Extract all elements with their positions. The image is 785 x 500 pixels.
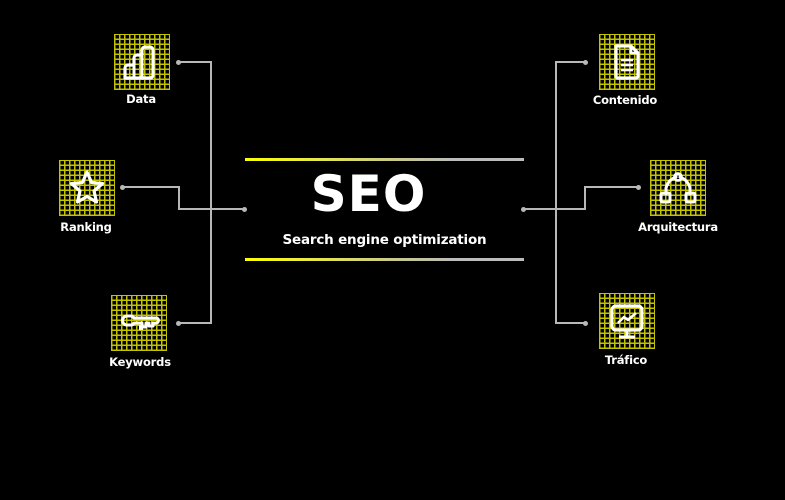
hierarchy-icon (659, 172, 697, 204)
connector-dot-data (176, 60, 181, 65)
connector-dot-contenido (583, 60, 588, 65)
seo-title: SEO (310, 165, 427, 223)
node-contenido-tile (599, 34, 655, 90)
node-ranking-tile (59, 160, 115, 216)
node-data-tile (114, 34, 170, 90)
key-icon (121, 314, 160, 330)
connector-dot-center-left (242, 207, 247, 212)
monitor-chart-icon (610, 304, 644, 339)
connector-dot-trafico (583, 321, 588, 326)
bottom-gradient-line (245, 258, 524, 261)
connector-dot-center-right (521, 207, 526, 212)
document-icon (614, 44, 640, 80)
connector-center-right (523, 208, 586, 210)
node-arquitectura-tile (650, 160, 706, 216)
connector-arquitectura-b (584, 186, 639, 188)
seo-subtitle: Search engine optimization (282, 232, 487, 248)
connector-dot-ranking (120, 185, 125, 190)
connector-dot-keywords (176, 321, 181, 326)
node-data-label: Data (126, 92, 156, 106)
connector-arquitectura-a (584, 186, 586, 210)
connector-trafico (555, 322, 585, 324)
top-gradient-line (245, 158, 524, 161)
node-ranking-label: Ranking (60, 220, 112, 234)
node-trafico-tile (599, 293, 655, 349)
right-trunk-line (555, 61, 557, 324)
connector-data (179, 61, 212, 63)
left-trunk-line (210, 61, 212, 324)
connector-contenido (555, 61, 585, 63)
connector-dot-arquitectura (636, 185, 641, 190)
connector-ranking-b (178, 186, 180, 210)
node-arquitectura-label: Arquitectura (638, 220, 718, 234)
connector-ranking-a (123, 186, 180, 188)
node-keywords-label: Keywords (109, 355, 171, 369)
star-icon (69, 170, 105, 204)
node-contenido-label: Contenido (592, 93, 658, 107)
connector-center-left (178, 208, 245, 210)
node-keywords-tile (111, 295, 167, 351)
node-trafico-label: Tráfico (604, 353, 648, 367)
connector-keywords (179, 322, 212, 324)
bar-chart-icon (123, 45, 155, 80)
